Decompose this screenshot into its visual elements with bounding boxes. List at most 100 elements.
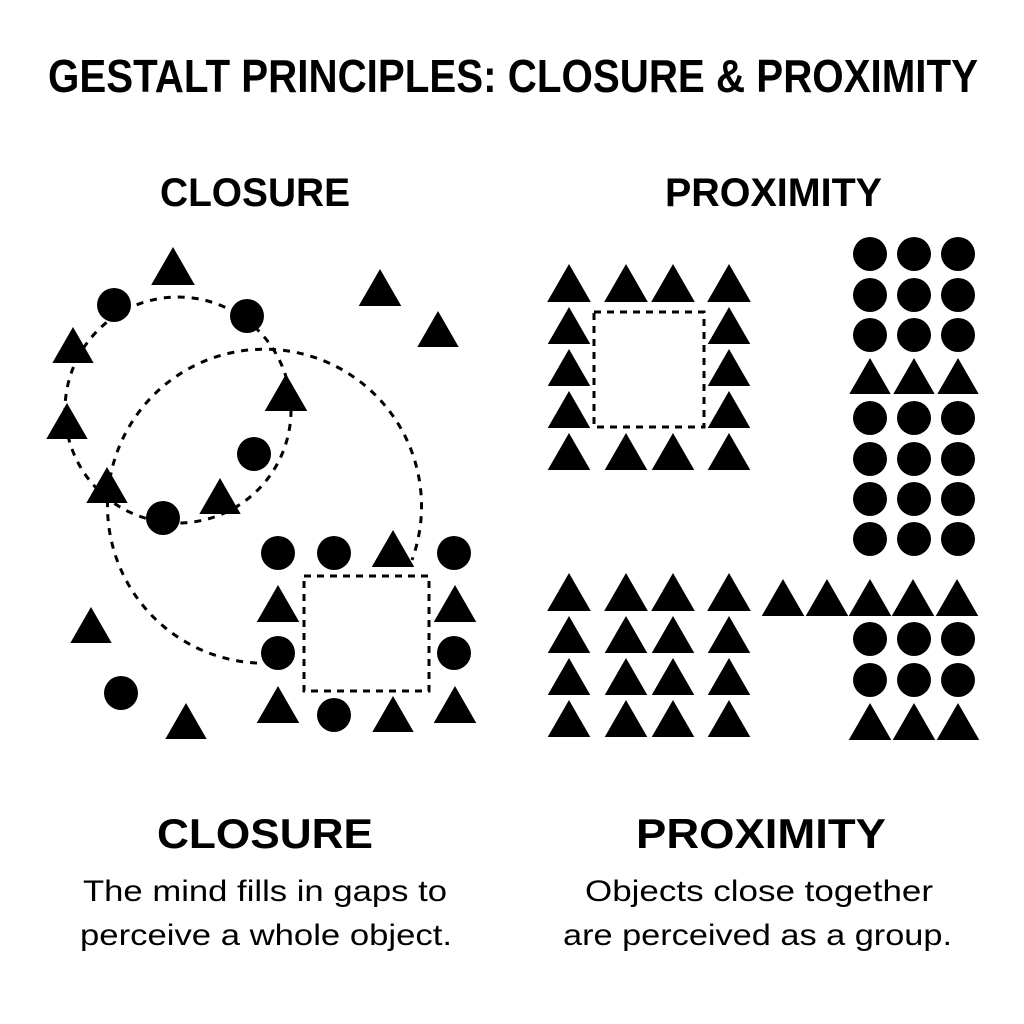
triangle-shape <box>547 433 591 470</box>
triangle-shape <box>707 349 751 386</box>
triangle-shape <box>761 579 805 616</box>
circle-shape <box>104 676 138 710</box>
triangle-shape <box>604 264 648 302</box>
triangle-shape <box>547 700 591 737</box>
triangle-shape <box>547 391 591 428</box>
circle-shape <box>897 482 931 516</box>
circle-shape <box>853 482 887 516</box>
triangle-shape <box>358 269 402 306</box>
circle-shape <box>897 622 931 656</box>
dashed-implied-square <box>302 574 431 693</box>
circle-shape <box>897 663 931 697</box>
triangle-shape <box>891 579 935 616</box>
circle-shape <box>261 536 295 570</box>
triangle-shape <box>651 264 695 302</box>
triangle-shape <box>417 311 459 347</box>
triangle-shape <box>604 433 648 470</box>
circle-shape <box>853 318 887 352</box>
triangle-shape <box>707 700 751 737</box>
triangle-shape <box>707 573 751 611</box>
circle-shape <box>897 237 931 271</box>
triangle-shape <box>433 585 477 622</box>
circle-shape <box>941 278 975 312</box>
triangle-shape <box>547 573 591 611</box>
circle-shape <box>853 237 887 271</box>
triangle-shape <box>848 579 892 616</box>
proximity-caption-line-1: Objects close together <box>585 875 933 908</box>
triangle-shape <box>547 307 591 344</box>
circle-shape <box>897 278 931 312</box>
circle-shape <box>853 522 887 556</box>
triangle-shape <box>707 391 751 428</box>
circle-shape <box>853 401 887 435</box>
circle-shape <box>941 237 975 271</box>
triangle-shape <box>165 703 207 739</box>
triangle-shape <box>264 374 308 411</box>
triangle-shape <box>604 658 648 695</box>
circle-shape <box>437 636 471 670</box>
circle-shape <box>853 442 887 476</box>
circle-shape <box>230 299 264 333</box>
triangle-shape <box>707 307 751 344</box>
circle-shape <box>853 622 887 656</box>
circle-shape <box>853 278 887 312</box>
triangle-shape <box>70 607 112 643</box>
triangle-shape <box>547 264 591 302</box>
circle-shape <box>941 522 975 556</box>
triangle-shape <box>604 700 648 737</box>
triangle-shape <box>199 478 241 514</box>
circle-shape <box>237 437 271 471</box>
proximity-caption-heading: PROXIMITY <box>636 810 886 857</box>
triangle-shape <box>372 696 414 732</box>
triangle-shape <box>86 467 128 503</box>
triangle-shape <box>651 658 695 695</box>
proximity-caption-line-2: are perceived as a group. <box>563 919 952 952</box>
circle-shape <box>317 536 351 570</box>
triangle-shape <box>892 703 936 740</box>
triangle-shape <box>936 703 980 740</box>
triangle-shape <box>651 433 695 470</box>
triangle-shape <box>547 349 591 386</box>
circle-shape <box>853 663 887 697</box>
triangle-shape <box>848 703 892 740</box>
circle-shape <box>941 401 975 435</box>
triangle-shape <box>707 658 751 695</box>
circle-shape <box>261 636 295 670</box>
triangle-shape <box>707 616 751 653</box>
circle-shape <box>897 442 931 476</box>
circle-shape <box>146 501 180 535</box>
triangle-shape <box>433 686 477 723</box>
circle-shape <box>941 482 975 516</box>
triangle-shape <box>256 585 300 622</box>
circle-shape <box>897 401 931 435</box>
triangle-shape <box>604 616 648 653</box>
triangle-shape <box>651 616 695 653</box>
circle-shape <box>97 288 131 322</box>
triangle-shape <box>651 700 695 737</box>
closure-heading: CLOSURE <box>160 171 350 215</box>
closure-caption-line-2: perceive a whole object. <box>80 919 452 952</box>
circle-shape <box>897 522 931 556</box>
triangle-shape <box>547 658 591 695</box>
triangle-shape <box>256 686 300 723</box>
triangle-shape <box>604 573 648 611</box>
dashed-implied-circle-large <box>106 347 423 665</box>
circle-shape <box>941 622 975 656</box>
triangle-shape <box>371 530 415 567</box>
triangle-shape <box>151 247 195 285</box>
main-title: GESTALT PRINCIPLES: CLOSURE & PROXIMITY <box>48 50 978 102</box>
triangle-shape <box>46 403 88 439</box>
circle-shape <box>941 318 975 352</box>
triangle-shape <box>849 358 891 394</box>
circle-shape <box>941 663 975 697</box>
proximity-heading: PROXIMITY <box>665 171 882 215</box>
triangle-shape <box>547 616 591 653</box>
closure-illustration <box>46 247 477 739</box>
triangle-shape <box>937 358 979 394</box>
closure-caption-line-1: The mind fills in gaps to <box>83 875 447 908</box>
dashed-implied-square <box>592 310 706 429</box>
triangle-shape <box>52 327 94 363</box>
closure-caption-heading: CLOSURE <box>157 810 373 857</box>
circle-shape <box>437 536 471 570</box>
